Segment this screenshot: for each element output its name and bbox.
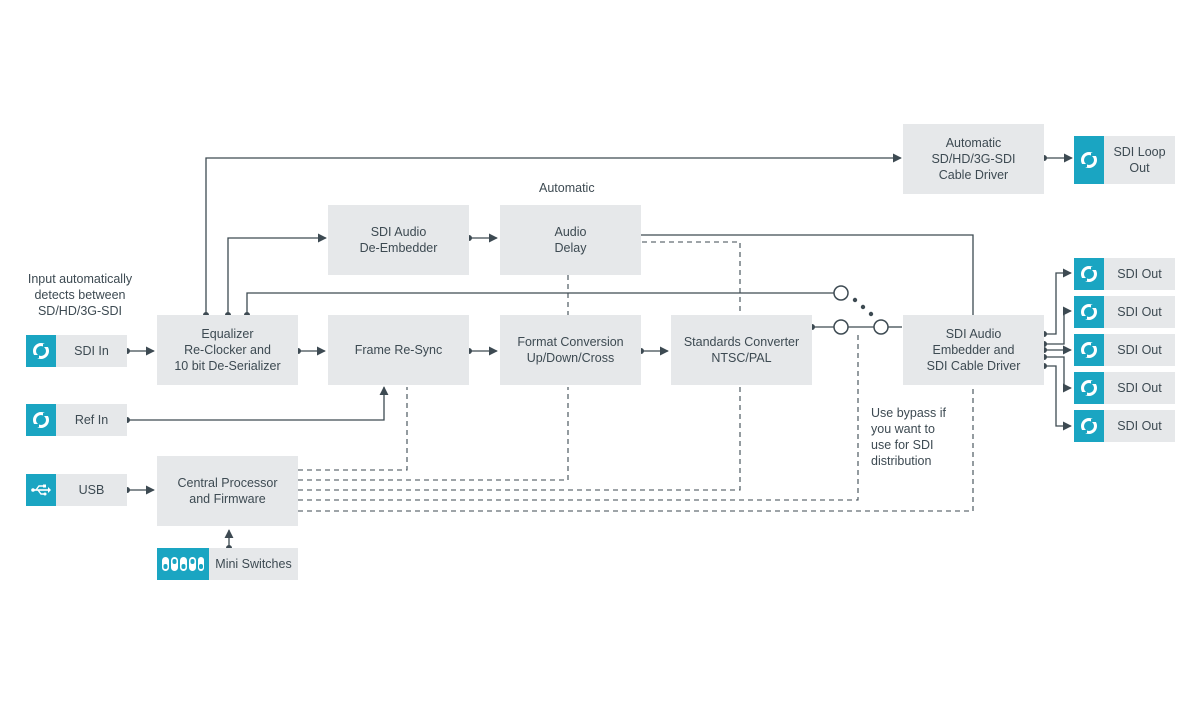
- mini-switches-label: Mini Switches: [215, 557, 292, 571]
- audio-delay-block: Audio Delay: [500, 205, 641, 275]
- bnc-connector-icon: [1074, 136, 1104, 184]
- wire-out2: [1044, 306, 1072, 345]
- wire-deemb: [227, 233, 327, 315]
- ref-in-port: Ref In: [26, 404, 127, 436]
- sdi-out-port-4: SDI Out: [1074, 372, 1175, 404]
- wire-out4: [1044, 356, 1072, 393]
- usb-port: USB: [26, 474, 127, 506]
- bnc-connector-icon: [26, 404, 56, 436]
- ref-in-label: Ref In: [74, 413, 109, 427]
- sdi-out-label: SDI Out: [1117, 343, 1162, 357]
- wire-loop: [205, 153, 902, 315]
- sdi-out-port-2: SDI Out: [1074, 296, 1175, 328]
- equalizer-block: Equalizer Re-Clocker and 10 bit De-Seria…: [157, 315, 298, 385]
- ctrl-fc: [298, 387, 569, 481]
- standards-converter-block: Standards Converter NTSC/PAL: [671, 315, 812, 385]
- mini-switches-port: Mini Switches: [157, 548, 298, 580]
- sdi-loop-out-label: SDI Loop Out: [1113, 145, 1166, 175]
- wire-delay-emb: [641, 234, 974, 315]
- switch-main-contact: [833, 319, 849, 335]
- bnc-connector-icon: [26, 335, 56, 367]
- wire-ref-frs: [127, 386, 389, 421]
- sdi-out-label: SDI Out: [1117, 419, 1162, 433]
- wire-out5: [1044, 365, 1072, 431]
- ctrl-emb: [298, 387, 974, 512]
- switch-dot-3: [868, 311, 874, 317]
- bnc-connector-icon: [1074, 334, 1104, 366]
- frame-resync-block: Frame Re-Sync: [328, 315, 469, 385]
- usb-icon: [26, 474, 56, 506]
- wire-bypass: [246, 292, 834, 315]
- automatic-label: Automatic: [539, 181, 595, 195]
- sdi-in-label: SDI In: [74, 344, 109, 358]
- input-note: Input automatically detects between SD/H…: [27, 272, 133, 318]
- sdi-in-port: SDI In: [26, 335, 127, 367]
- sdi-out-port-1: SDI Out: [1074, 258, 1175, 290]
- ctrl-sw: [298, 335, 859, 501]
- dip-switch-icon: [157, 548, 209, 580]
- bnc-connector-icon: [1074, 372, 1104, 404]
- switch-dot-1: [852, 297, 858, 303]
- wire-out1: [1044, 268, 1072, 335]
- switch-common-contact: [873, 319, 889, 335]
- switch-dot-2: [860, 304, 866, 310]
- bnc-connector-icon: [1074, 410, 1104, 442]
- ctrl-sc: [298, 241, 741, 491]
- sdi-out-port-3: SDI Out: [1074, 334, 1175, 366]
- sdi-out-label: SDI Out: [1117, 381, 1162, 395]
- bypass-note: Use bypass if you want to use for SDI di…: [871, 406, 947, 468]
- audio-embedder-block: SDI Audio Embedder and SDI Cable Driver: [903, 315, 1044, 385]
- bnc-connector-icon: [1074, 258, 1104, 290]
- ctrl-frs: [298, 387, 408, 471]
- sdi-out-label: SDI Out: [1117, 305, 1162, 319]
- sdi-out-label: SDI Out: [1117, 267, 1162, 281]
- central-processor-block: Central Processor and Firmware: [157, 456, 298, 526]
- audio-deembedder-block: SDI Audio De-Embedder: [328, 205, 469, 275]
- switch-bypass-contact: [833, 285, 849, 301]
- sdi-out-port-5: SDI Out: [1074, 410, 1175, 442]
- bnc-connector-icon: [1074, 296, 1104, 328]
- cable-driver-block: Automatic SD/HD/3G-SDI Cable Driver: [903, 124, 1044, 194]
- sdi-loop-out-port: SDI Loop Out: [1074, 136, 1175, 184]
- format-conversion-block: Format Conversion Up/Down/Cross: [500, 315, 641, 385]
- usb-label: USB: [78, 483, 105, 497]
